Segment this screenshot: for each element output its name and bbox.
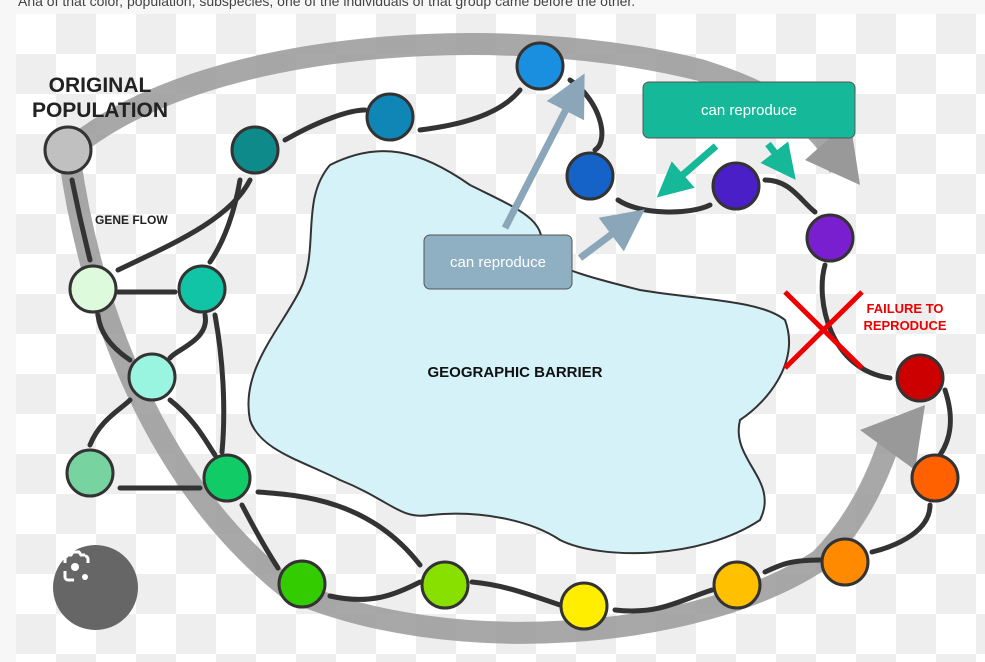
population-dot <box>177 264 227 314</box>
population-dot <box>127 352 177 402</box>
population-dot <box>910 453 960 503</box>
failure-label-2: REPRODUCE <box>863 318 946 333</box>
population-dot <box>202 453 252 503</box>
teal-reproduce-arrows <box>656 141 796 198</box>
population-dot <box>277 559 327 609</box>
population-dot <box>895 353 945 403</box>
original-population-label-1: ORIGINAL <box>49 74 152 97</box>
population-dot <box>65 448 115 498</box>
population-dot <box>230 125 280 175</box>
population-dot <box>68 264 118 314</box>
arrow-icon <box>656 143 719 198</box>
failure-label-1: FAILURE TO <box>866 301 943 316</box>
google-lens-button[interactable] <box>53 545 138 630</box>
population-dot <box>515 41 565 91</box>
google-lens-icon <box>63 550 90 582</box>
population-dot <box>712 560 762 610</box>
population-dot <box>820 537 870 587</box>
population-dot <box>420 560 470 610</box>
population-dot-original <box>43 125 93 175</box>
arrow-icon <box>501 73 585 230</box>
gray-reproduce-arrows <box>501 73 645 261</box>
arrow-icon <box>577 209 645 261</box>
gene-flow-lines <box>69 77 953 614</box>
big-arrow-bottom-head <box>860 405 925 470</box>
population-dot <box>565 151 615 201</box>
population-dot <box>805 213 855 263</box>
arrow-icon <box>760 141 796 180</box>
gene-flow-label: GENE FLOW <box>95 213 168 227</box>
population-dot <box>559 581 609 631</box>
can-reproduce-label-teal: can reproduce <box>701 102 797 119</box>
can-reproduce-label-gray: can reproduce <box>450 254 546 271</box>
geographic-barrier <box>247 150 790 555</box>
failure-x-icon <box>783 290 864 370</box>
population-dot <box>711 161 761 211</box>
caption-text: Ana of that color, population, subspecie… <box>18 0 636 9</box>
barrier-label: GEOGRAPHIC BARRIER <box>427 364 602 381</box>
can-reproduce-box-gray <box>423 234 573 290</box>
population-dot <box>365 92 415 142</box>
original-population-label-2: POPULATION <box>32 99 168 122</box>
can-reproduce-box-teal <box>642 81 856 139</box>
